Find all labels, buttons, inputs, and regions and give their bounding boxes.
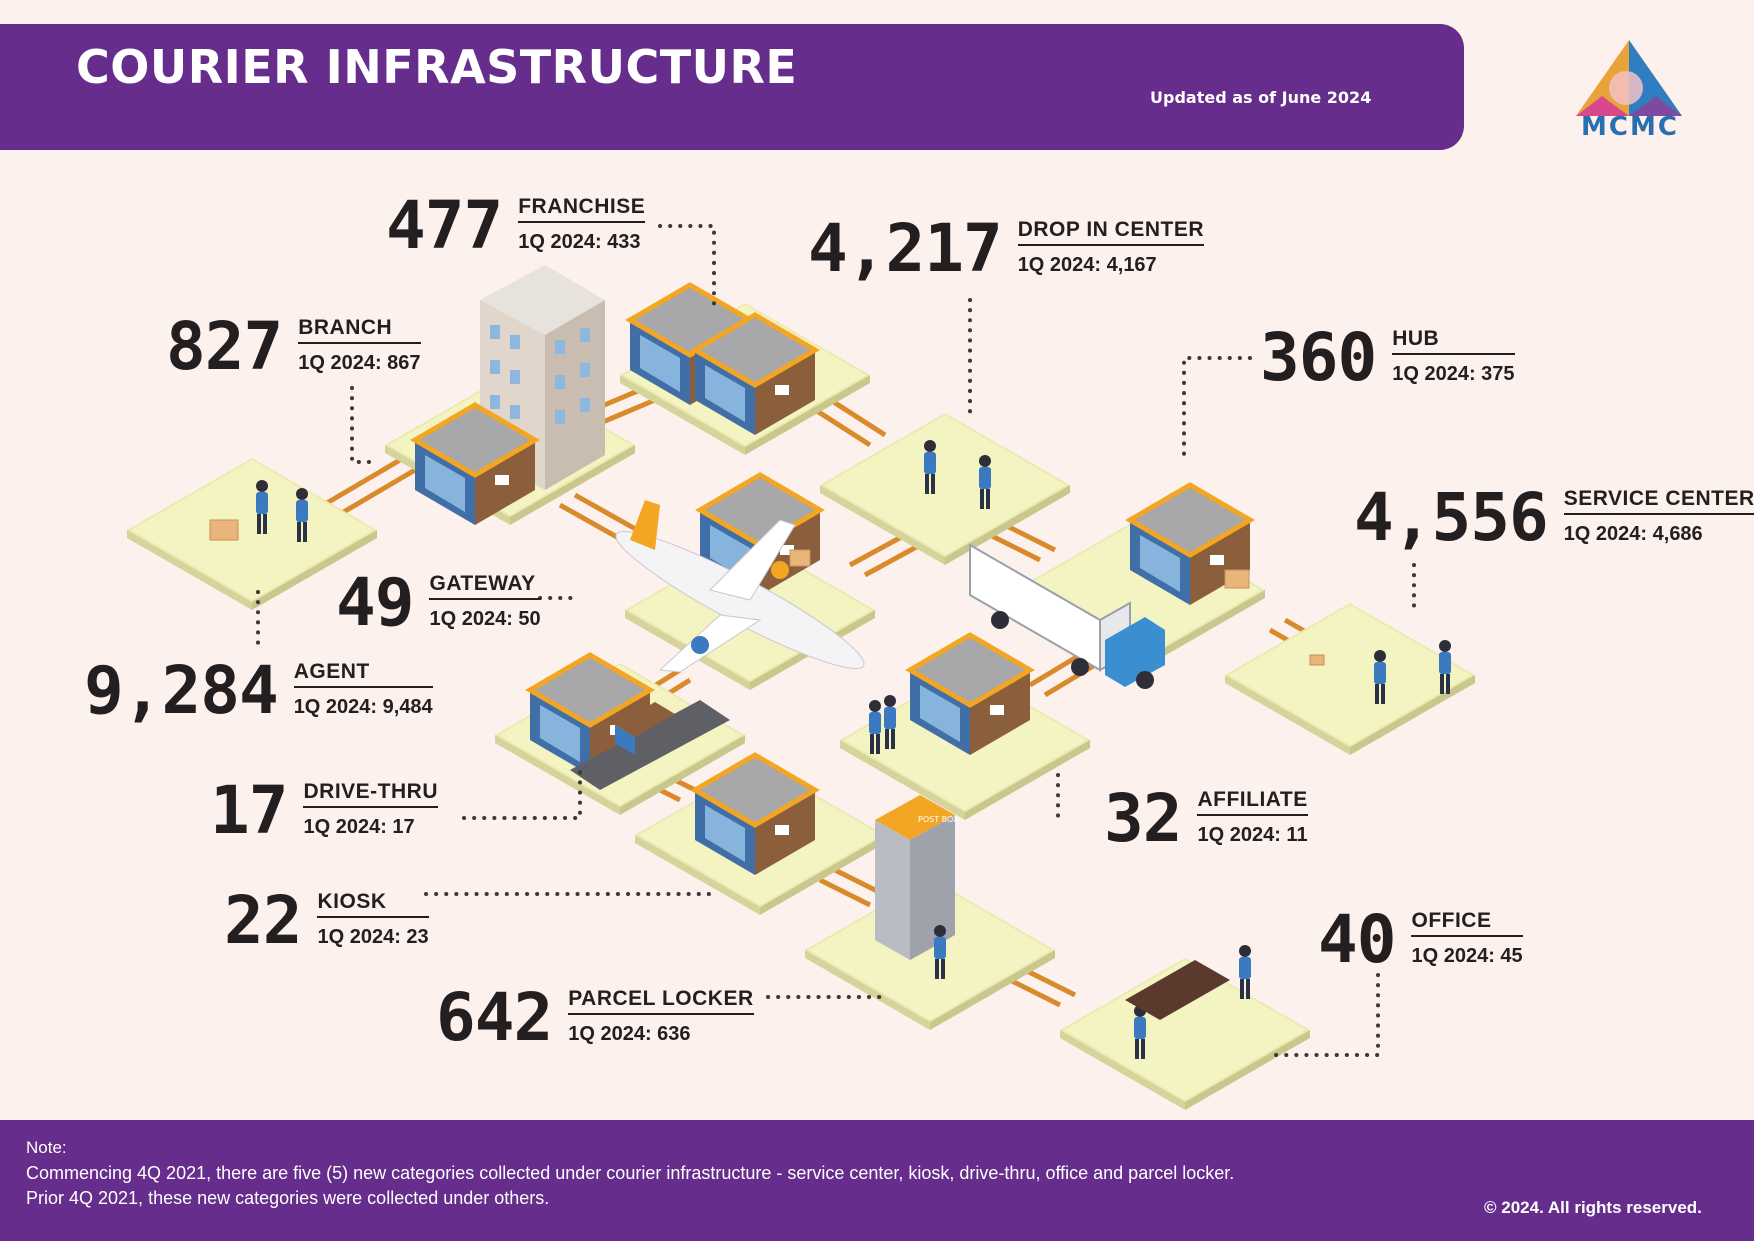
mcmc-logo-icon [1576,40,1682,116]
kiosk-prev: 1Q 2024: 23 [317,926,429,949]
kiosk-value: 22 [224,882,302,959]
kiosk-label: KIOSK [317,890,429,919]
footer-banner: Note: Commencing 4Q 2021, there are five… [0,1120,1754,1241]
note-line-2: Prior 4Q 2021, these new categories were… [26,1188,550,1208]
gateway-prev: 1Q 2024: 50 [429,608,541,631]
agent-prev: 1Q 2024: 9,484 [293,696,433,719]
affiliate-prev: 1Q 2024: 11 [1197,824,1308,847]
post-box-label: POST BOX [918,815,959,824]
drop-in-center-prev: 1Q 2024: 4,167 [1017,254,1157,277]
hub-label: HUB [1392,327,1515,356]
drop-in-center-label: DROP IN CENTER [1017,218,1204,247]
office-label: OFFICE [1411,909,1523,938]
logo-text: MCMC [1581,112,1679,142]
branch-label: BRANCH [298,316,421,345]
hub-value: 360 [1260,319,1377,396]
hub-prev: 1Q 2024: 375 [1392,363,1515,386]
drive-thru-label: DRIVE-THRU [303,780,438,809]
office-prev: 1Q 2024: 45 [1411,945,1523,968]
parcel-locker-prev: 1Q 2024: 636 [568,1023,691,1046]
franchise-label: FRANCHISE [518,195,646,224]
office-value: 40 [1318,901,1396,978]
affiliate-value: 32 [1104,780,1182,857]
service-center-prev: 1Q 2024: 4,686 [1563,523,1703,546]
agent-value: 9,284 [84,652,279,729]
franchise-value: 477 [386,187,503,264]
branch-value: 827 [166,308,283,385]
affiliate-label: AFFILIATE [1197,788,1308,817]
service-center-value: 4,556 [1354,479,1549,556]
header-banner [0,24,1464,150]
gateway-label: GATEWAY [429,572,541,601]
stat-franchise: 477 FRANCHISE 1Q 2024: 433 [386,187,646,264]
branch-prev: 1Q 2024: 867 [298,352,421,375]
drive-thru-value: 17 [210,772,288,849]
note-line-1: Commencing 4Q 2021, there are five (5) n… [26,1163,1235,1183]
page-title: COURIER INFRASTRUCTURE [76,40,798,94]
service-center-label: SERVICE CENTER [1563,487,1754,516]
drop-in-center-value: 4,217 [808,210,1003,287]
franchise-prev: 1Q 2024: 433 [518,231,641,254]
updated-date: Updated as of June 2024 [1150,88,1372,107]
note-label: Note: [26,1138,67,1157]
copyright: © 2024. All rights reserved. [1484,1198,1702,1217]
agent-label: AGENT [293,660,433,689]
parcel-locker-label: PARCEL LOCKER [568,987,754,1016]
drive-thru-prev: 1Q 2024: 17 [303,816,415,839]
parcel-locker-value: 642 [436,979,553,1056]
gateway-value: 49 [336,564,414,641]
